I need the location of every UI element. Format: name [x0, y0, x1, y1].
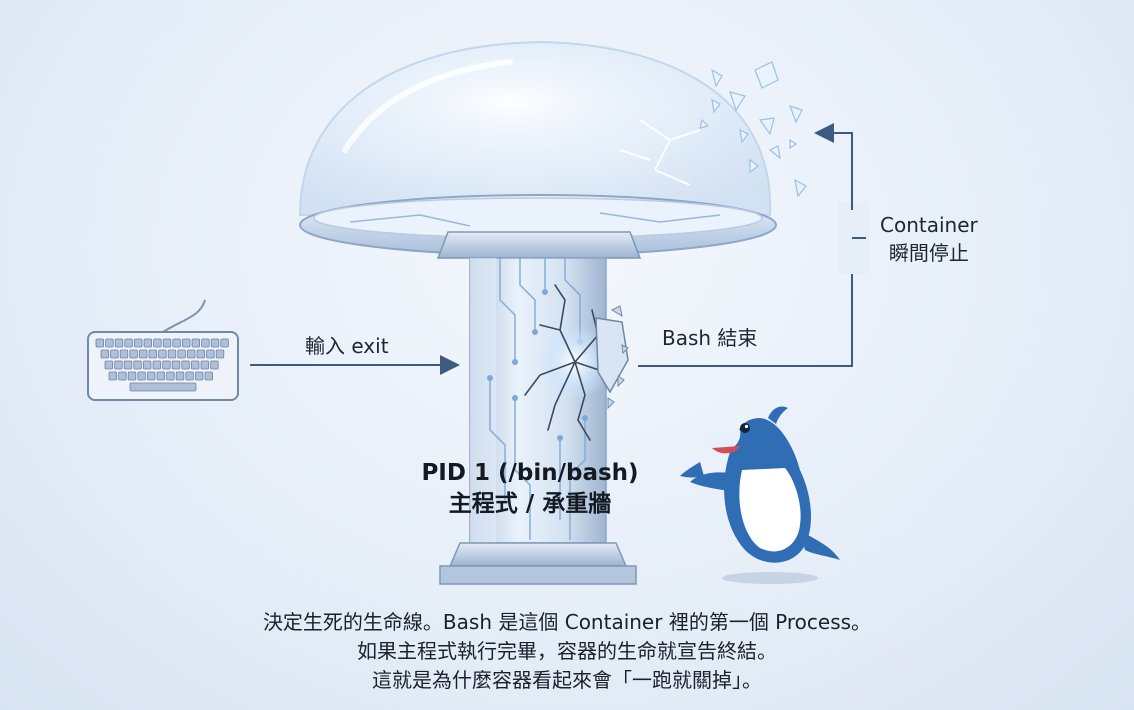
- keyboard-spacebar: [129, 382, 197, 392]
- keyboard-icon: [87, 299, 239, 401]
- keyboard-key: [220, 338, 229, 348]
- container-label-line2: 瞬間停止: [888, 241, 969, 265]
- container-stop-label: Container 瞬間停止: [880, 211, 978, 267]
- keyboard-key: [142, 360, 152, 370]
- keyboard-key: [172, 338, 181, 348]
- keyboard-key: [138, 349, 148, 359]
- keyboard-key: [185, 371, 194, 381]
- keyboard-key: [123, 360, 133, 370]
- keyboard-key: [133, 338, 143, 348]
- keyboard-key: [166, 371, 175, 381]
- caption: 決定生死的生命線。Bash 是這個 Container 裡的第一個 Proces…: [0, 608, 1134, 695]
- keyboard-key: [196, 349, 205, 359]
- pid-label: PID 1 (/bin/bash) 主程式 / 承重牆: [380, 458, 680, 520]
- keyboard-key: [181, 338, 191, 348]
- keyboard-key: [191, 338, 200, 348]
- keyboard-key: [105, 338, 114, 348]
- keyboard-key: [175, 371, 185, 381]
- keyboard-key: [210, 338, 220, 348]
- cracked-pillar-icon: [436, 231, 642, 585]
- caption-line1: 決定生死的生命線。Bash 是這個 Container 裡的第一個 Proces…: [262, 610, 872, 634]
- keyboard-key: [194, 371, 204, 381]
- keyboard-key: [158, 349, 167, 359]
- keyboard-key: [162, 338, 172, 348]
- keyboard-key: [201, 338, 210, 348]
- keyboard-key: [167, 349, 177, 359]
- bash-end-label: Bash 結束: [662, 326, 758, 350]
- keyboard-key: [133, 360, 142, 370]
- keyboard-key: [127, 371, 137, 381]
- keyboard-key: [114, 360, 123, 370]
- keyboard-key: [148, 349, 157, 359]
- pid-label-line1: PID 1 (/bin/bash): [421, 460, 639, 486]
- keyboard-key: [156, 371, 165, 381]
- keyboard-key: [200, 360, 209, 370]
- input-exit-label: 輸入 exit: [305, 334, 389, 358]
- keyboard-key: [95, 338, 104, 348]
- keyboard-key: [119, 349, 129, 359]
- caption-line2: 如果主程式執行完畢，容器的生命就宣告終結。: [357, 639, 777, 663]
- keyboard-key: [177, 349, 186, 359]
- keyboard-key: [137, 371, 146, 381]
- keyboard-key: [104, 360, 113, 370]
- keyboard-key: [206, 349, 215, 359]
- pid-label-line2: 主程式 / 承重牆: [448, 491, 612, 517]
- keyboard-key: [146, 371, 156, 381]
- keyboard-key: [171, 360, 181, 370]
- container-label-line1: Container: [880, 213, 978, 237]
- keyboard-key: [129, 349, 138, 359]
- keyboard-key: [181, 360, 190, 370]
- keyboard-key: [110, 349, 119, 359]
- keyboard-key: [108, 371, 117, 381]
- keyboard-key: [210, 360, 219, 370]
- keyboard-key: [118, 371, 127, 381]
- keyboard-key: [143, 338, 152, 348]
- keyboard-key: [152, 360, 161, 370]
- keyboard-key: [100, 349, 109, 359]
- keyboard-key: [114, 338, 124, 348]
- keyboard-key: [215, 349, 225, 359]
- caption-line3: 這就是為什麼容器看起來會「一跑就關掉」。: [372, 668, 762, 692]
- keyboard-key: [190, 360, 200, 370]
- keyboard-key: [204, 371, 213, 381]
- keyboard-key: [186, 349, 196, 359]
- glass-dome-icon: [298, 40, 777, 256]
- glass-shards-icon: [699, 61, 807, 198]
- keyboard-key: [124, 338, 133, 348]
- keyboard-key: [153, 338, 162, 348]
- dolphin-mascot-icon: [680, 406, 840, 584]
- keyboard-key: [162, 360, 171, 370]
